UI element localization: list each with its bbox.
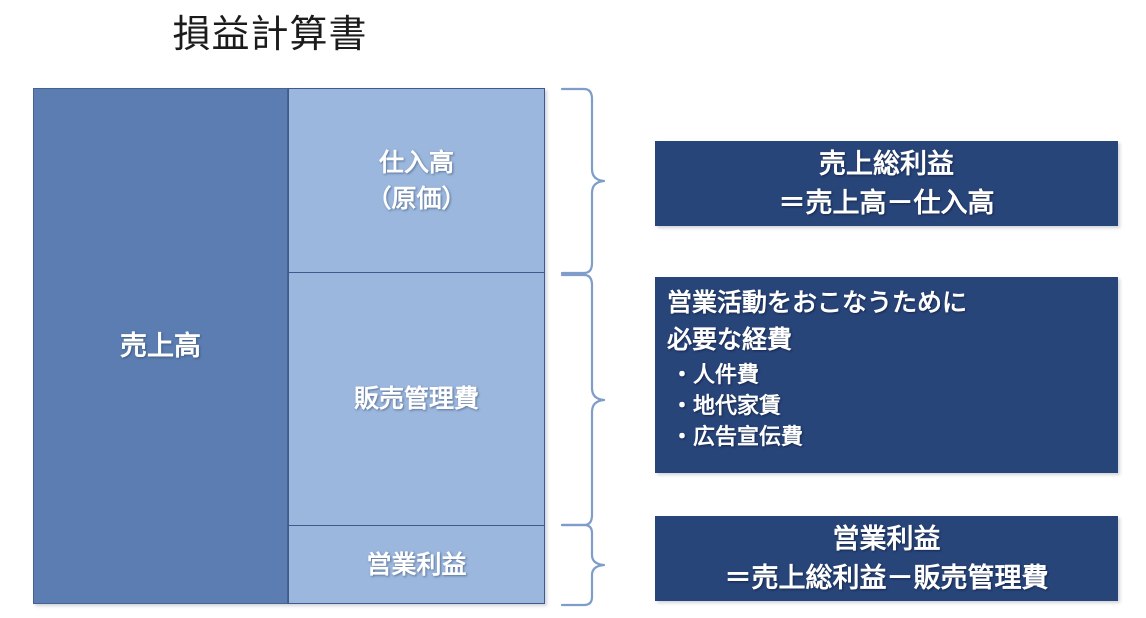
callout-sga-detail: 営業活動をおこなうために 必要な経費 ・人件費 ・地代家賃 ・広告宣伝費 — [655, 277, 1118, 473]
callout-operating-profit: 営業利益 ＝売上総利益－販売管理費 — [655, 516, 1118, 601]
chart-block-sga: 販売管理費 — [288, 272, 545, 526]
chart-block-revenue: 売上高 — [33, 88, 288, 604]
callout-sga-bullet-personnel: ・人件費 — [671, 362, 760, 387]
callout-sga-heading-line1: 営業活動をおこなうために — [667, 289, 968, 317]
chart-block-operating-profit-label: 営業利益 — [366, 550, 467, 579]
callout-sga-bullet-advertising: ・広告宣伝費 — [671, 424, 804, 449]
callout-operating-profit-line1: 営業利益 — [832, 523, 941, 554]
callout-gross-profit-line1: 売上総利益 — [819, 148, 954, 179]
callout-sga-bullet-rent: ・地代家賃 — [671, 393, 782, 418]
callout-gross-profit-line2: ＝売上高－仕入高 — [778, 187, 995, 218]
chart-block-revenue-label: 売上高 — [120, 331, 201, 361]
chart-block-purchases-label-line2: （原価） — [366, 184, 467, 213]
page-title: 損益計算書 — [172, 14, 368, 56]
callout-gross-profit: 売上総利益 ＝売上高－仕入高 — [655, 141, 1118, 226]
callout-operating-profit-line2: ＝売上総利益－販売管理費 — [724, 562, 1049, 593]
chart-block-sga-label: 販売管理費 — [353, 385, 479, 413]
callout-sga-heading-line2: 必要な経費 — [667, 326, 793, 354]
chart-block-operating-profit: 営業利益 — [288, 525, 545, 604]
curly-brace-icon-sga — [560, 273, 606, 527]
chart-block-purchases-label-line1: 仕入高 — [378, 148, 454, 177]
curly-brace-icon-operating-profit — [560, 523, 606, 607]
curly-brace-icon-gross-profit — [560, 87, 606, 275]
pl-breakdown-chart: 売上高 仕入高 （原価） 販売管理費 営業利益 — [33, 88, 545, 604]
chart-block-purchases: 仕入高 （原価） — [288, 88, 545, 273]
